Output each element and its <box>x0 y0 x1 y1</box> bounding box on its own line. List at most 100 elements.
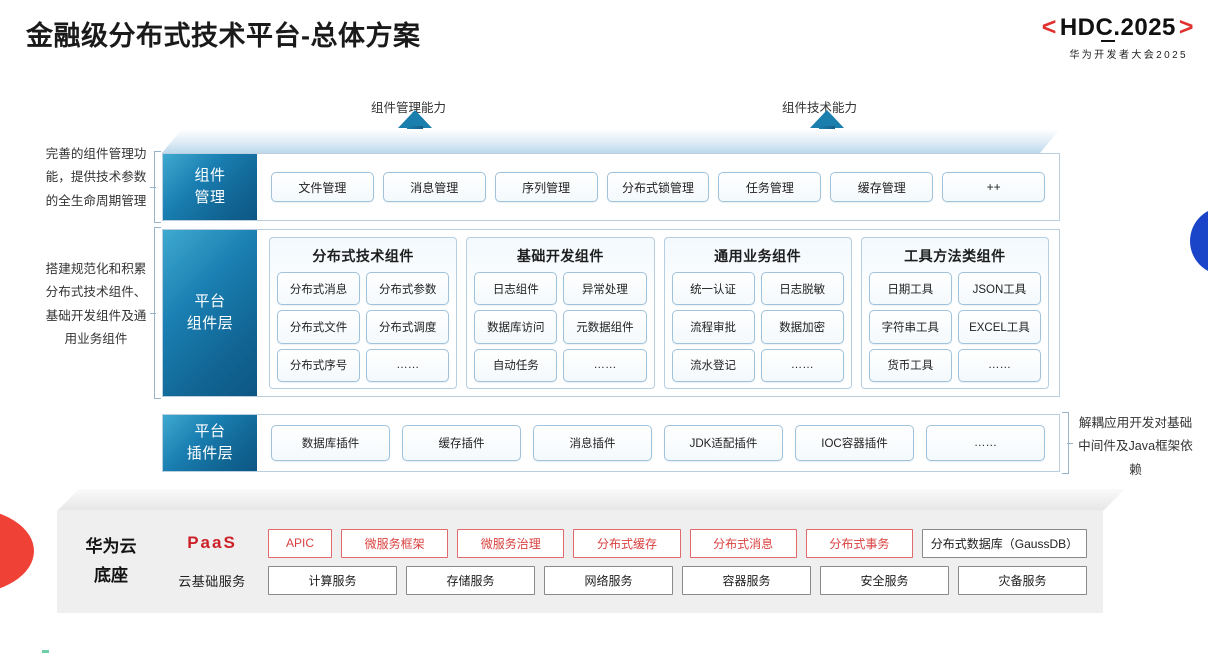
paas-item-distributed-cache[interactable]: 分布式缓存 <box>573 528 681 558</box>
plugin-item-jdk-adapter[interactable]: JDK适配插件 <box>664 425 783 461</box>
annotation-left-platform-components: 搭建规范化和积累分布式技术组件、基础开发组件及通用业务组件 <box>45 262 147 346</box>
plugin-item-cache[interactable]: 缓存插件 <box>402 425 521 461</box>
base-slab-bevel <box>57 489 1125 511</box>
group-item-more[interactable]: …… <box>760 348 844 382</box>
group-item-more[interactable]: …… <box>366 348 450 382</box>
layer-label-line: 组件层 <box>186 315 234 332</box>
group-item[interactable]: 分布式序号 <box>277 348 361 382</box>
paas-row: PaaS APIC 微服务框架 微服务治理 分布式缓存 分布式消息 分布式事务 … <box>165 528 1087 558</box>
layer-platform-plugin: 平台 插件层 数据库插件 缓存插件 消息插件 JDK适配插件 IOC容器插件 …… <box>162 414 1060 472</box>
group-item[interactable]: 数据库访问 <box>474 310 558 344</box>
group-title: 基础开发组件 <box>516 248 604 264</box>
plugin-item-database[interactable]: 数据库插件 <box>271 425 390 461</box>
base-title-line: 华为云 <box>85 536 137 556</box>
paas-item-distributed-transaction[interactable]: 分布式事务 <box>805 528 913 558</box>
group-item[interactable]: 分布式调度 <box>366 310 450 344</box>
huawei-cloud-base-panel: 华为云 底座 PaaS APIC 微服务框架 微服务治理 分布式缓存 分布式消息… <box>57 510 1103 613</box>
group-item[interactable]: 日志脱敏 <box>760 272 844 306</box>
group-item[interactable]: 日志组件 <box>474 272 558 306</box>
group-item[interactable]: 日期工具 <box>868 272 952 306</box>
group-item[interactable]: 元数据组件 <box>563 310 647 344</box>
group-item[interactable]: 分布式文件 <box>277 310 361 344</box>
layer-label-component-management: 组件 管理 <box>163 154 257 220</box>
right-angle-bracket-icon: > <box>1178 13 1194 41</box>
group-item[interactable]: EXCEL工具 <box>957 310 1041 344</box>
group-item[interactable]: 数据加密 <box>760 310 844 344</box>
group-title: 通用业务组件 <box>714 248 802 264</box>
iaas-item-compute[interactable]: 计算服务 <box>268 565 397 595</box>
arrow-head <box>810 110 844 128</box>
base-service-rows: PaaS APIC 微服务框架 微服务治理 分布式缓存 分布式消息 分布式事务 … <box>165 528 1103 595</box>
paas-item-distributed-database-gaussdb[interactable]: 分布式数据库（GaussDB） <box>921 528 1087 558</box>
group-items: 日志组件 异常处理 数据库访问 元数据组件 自动任务 …… <box>474 272 647 382</box>
plugin-item-ioc-container[interactable]: IOC容器插件 <box>795 425 914 461</box>
layer-platform-component: 平台 组件层 分布式技术组件 分布式消息 分布式参数 分布式文件 分布式调度 分… <box>162 229 1060 397</box>
layer-label-line: 平台 <box>194 293 226 311</box>
plugin-item-more[interactable]: …… <box>926 425 1045 461</box>
group-title: 分布式技术组件 <box>312 248 414 264</box>
base-title: 华为云 底座 <box>57 533 165 591</box>
group-item-more[interactable]: …… <box>957 348 1041 382</box>
page-title: 金融级分布式技术平台-总体方案 <box>26 21 421 51</box>
plugin-items: 数据库插件 缓存插件 消息插件 JDK适配插件 IOC容器插件 …… <box>257 415 1059 471</box>
layer-label-line: 组件 <box>194 167 226 185</box>
group-item[interactable]: 统一认证 <box>671 272 755 306</box>
paas-item-apic[interactable]: APIC <box>268 528 332 558</box>
arrow-head <box>398 110 432 128</box>
group-tool-method-components: 工具方法类组件 日期工具 JSON工具 字符串工具 EXCEL工具 货币工具 …… <box>860 237 1049 389</box>
bracket-connector-top <box>150 151 161 223</box>
iaas-item-disaster-recovery[interactable]: 灾备服务 <box>958 565 1087 595</box>
group-item[interactable]: 异常处理 <box>563 272 647 306</box>
group-item-more[interactable]: …… <box>563 348 647 382</box>
annotation-left-component-management: 完善的组件管理功能，提供技术参数的全生命周期管理 <box>45 147 147 208</box>
component-item-message-management[interactable]: 消息管理 <box>382 172 486 202</box>
iaas-row: 云基础服务 计算服务 存储服务 网络服务 容器服务 安全服务 灾备服务 <box>165 565 1087 595</box>
group-item[interactable]: 字符串工具 <box>868 310 952 344</box>
group-distributed-tech-components: 分布式技术组件 分布式消息 分布式参数 分布式文件 分布式调度 分布式序号 …… <box>269 237 458 389</box>
hdc-underline-mark <box>1101 39 1115 42</box>
iaas-item-container[interactable]: 容器服务 <box>682 565 811 595</box>
bracket-connector-middle <box>150 227 161 399</box>
platform-component-groups: 分布式技术组件 分布式消息 分布式参数 分布式文件 分布式调度 分布式序号 ……… <box>257 230 1059 396</box>
iaas-item-security[interactable]: 安全服务 <box>820 565 949 595</box>
group-items: 分布式消息 分布式参数 分布式文件 分布式调度 分布式序号 …… <box>277 272 450 382</box>
paas-label: PaaS <box>187 533 237 552</box>
left-angle-bracket-icon: < <box>1041 13 1057 41</box>
paas-item-distributed-message[interactable]: 分布式消息 <box>689 528 797 558</box>
component-item-file-management[interactable]: 文件管理 <box>271 172 374 202</box>
hdc-logo-main: < HDC.2025 > <box>964 13 1194 42</box>
hdc-logo-text: HDC.2025 <box>1059 13 1176 42</box>
bracket-connector-right <box>1062 412 1073 474</box>
group-item[interactable]: 流程审批 <box>671 310 755 344</box>
group-items: 日期工具 JSON工具 字符串工具 EXCEL工具 货币工具 …… <box>868 272 1041 382</box>
group-item[interactable]: 流水登记 <box>671 348 755 382</box>
hdc-logo-label: HDC.2025 <box>1059 13 1176 41</box>
layer-label-line: 平台 <box>194 423 226 441</box>
component-item-task-management[interactable]: 任务管理 <box>718 172 822 202</box>
group-common-business-components: 通用业务组件 统一认证 日志脱敏 流程审批 数据加密 流水登记 …… <box>663 237 852 389</box>
base-title-line: 底座 <box>94 565 128 585</box>
plugin-item-message[interactable]: 消息插件 <box>533 425 652 461</box>
layer-label-line: 插件层 <box>186 445 234 462</box>
paas-item-microservice-framework[interactable]: 微服务框架 <box>341 528 449 558</box>
iaas-label: 云基础服务 <box>178 573 246 589</box>
iaas-item-storage[interactable]: 存储服务 <box>406 565 535 595</box>
group-item[interactable]: 货币工具 <box>868 348 952 382</box>
component-item-more[interactable]: ++ <box>942 172 1046 202</box>
group-basic-development-components: 基础开发组件 日志组件 异常处理 数据库访问 元数据组件 自动任务 …… <box>466 237 655 389</box>
paas-item-microservice-governance[interactable]: 微服务治理 <box>457 528 565 558</box>
layer-label-platform-plugin: 平台 插件层 <box>163 415 257 471</box>
stack-top-bevel <box>162 129 1060 153</box>
group-item[interactable]: 分布式消息 <box>277 272 361 306</box>
group-item[interactable]: 分布式参数 <box>366 272 450 306</box>
group-items: 统一认证 日志脱敏 流程审批 数据加密 流水登记 …… <box>671 272 844 382</box>
component-item-cache-management[interactable]: 缓存管理 <box>830 172 934 202</box>
annotation-right-plugin-layer: 解耦应用开发对基础中间件及Java框架依赖 <box>1078 416 1193 477</box>
group-item[interactable]: 自动任务 <box>474 348 558 382</box>
component-item-distributed-lock-management[interactable]: 分布式锁管理 <box>606 172 710 202</box>
hdc-logo: < HDC.2025 > 华为开发者大会2025 <box>964 13 1194 60</box>
component-item-sequence-management[interactable]: 序列管理 <box>494 172 598 202</box>
group-item[interactable]: JSON工具 <box>957 272 1041 306</box>
layer-label-platform-component: 平台 组件层 <box>163 230 257 396</box>
iaas-item-network[interactable]: 网络服务 <box>544 565 673 595</box>
